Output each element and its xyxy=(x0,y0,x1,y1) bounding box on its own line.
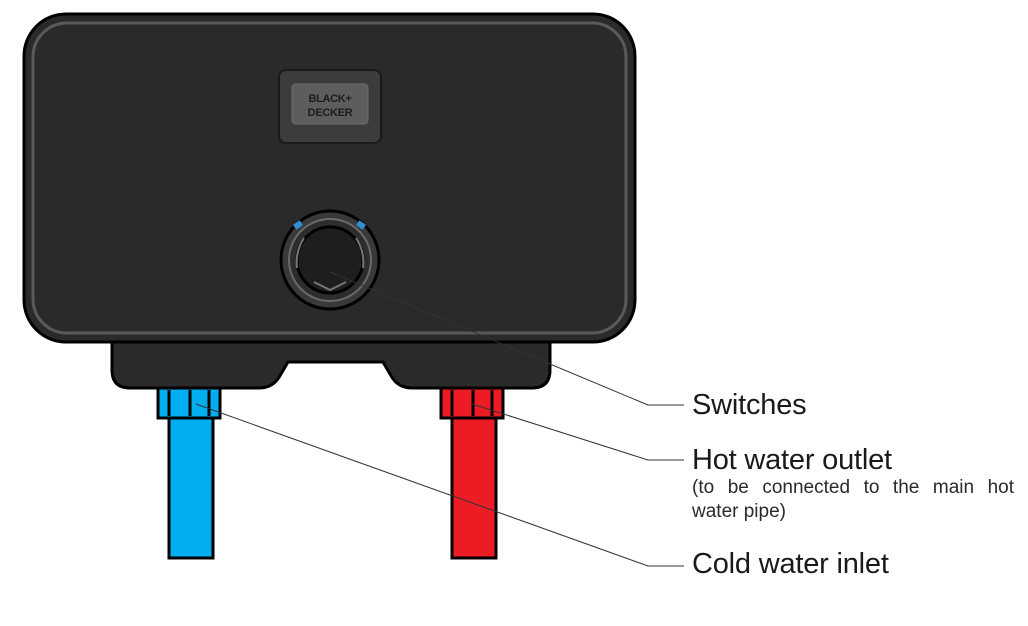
bottom-housing xyxy=(110,332,552,390)
indicator-left-icon xyxy=(293,220,303,230)
label-switches: Switches xyxy=(692,389,807,421)
label-hot-water-outlet: Hot water outlet xyxy=(692,444,892,476)
leader-cold-inlet xyxy=(195,403,684,567)
leader-lines xyxy=(195,271,684,567)
switch-knob xyxy=(279,209,381,311)
brand-logo: BLACK+ DECKER xyxy=(278,69,382,144)
hot-water-pipe xyxy=(439,386,505,560)
cold-water-pipe xyxy=(156,386,222,560)
label-hot-water-outlet-note: (to be connected to the main hot water p… xyxy=(692,477,1014,522)
leader-hot-outlet xyxy=(471,403,684,461)
label-cold-water-inlet: Cold water inlet xyxy=(692,548,889,580)
leader-switches xyxy=(329,271,684,406)
logo-line1: BLACK+ xyxy=(308,93,351,105)
logo-line2: DECKER xyxy=(308,107,353,119)
heater-body xyxy=(22,12,637,344)
indicator-right-icon xyxy=(356,220,366,230)
